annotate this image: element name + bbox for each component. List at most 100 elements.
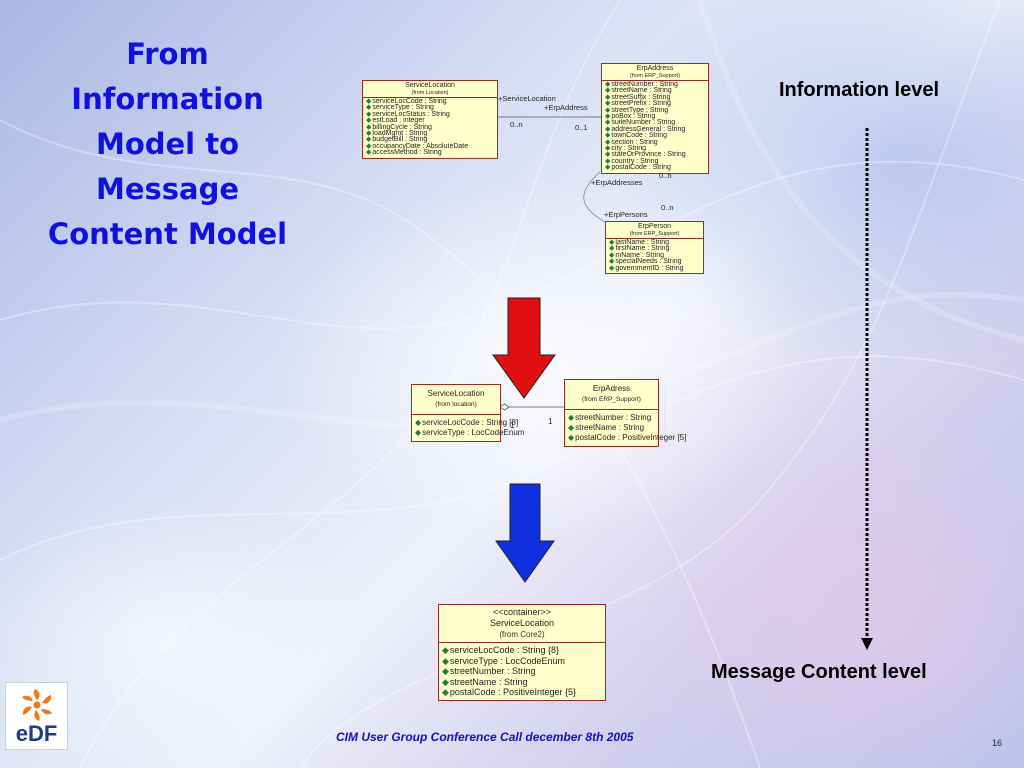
class-attribute: ◆serviceType : LocCodeEnum (415, 428, 525, 437)
attribute-icon: ◆ (366, 123, 372, 131)
class-attribute: ◆serviceType : LocCodeEnum (442, 655, 565, 666)
class-attribute: ◆serviceLocCode : String {8} (442, 645, 559, 655)
attribute-icon: ◆ (568, 413, 575, 422)
slide-title: From Information Model to Message Conten… (20, 32, 315, 257)
class-attribute: ◆firstName : String (609, 245, 670, 253)
class-package: (from Core2) (499, 630, 545, 639)
attribute-icon: ◆ (605, 151, 611, 159)
attribute-icon: ◆ (366, 110, 372, 118)
red-down-arrow (492, 297, 556, 399)
class-name: ErpPerson (637, 223, 672, 230)
attribute-icon: ◆ (568, 433, 575, 442)
title-line: Model to (95, 127, 240, 161)
class-name: ErpAdress (592, 384, 631, 393)
class-name: ServiceLocation (405, 82, 455, 89)
class-attribute: ◆postalCode : PositiveInteger {5} (442, 687, 577, 698)
attribute-icon: ◆ (605, 87, 611, 95)
attribute-icon: ◆ (605, 93, 611, 101)
class-name: ServiceLocation (427, 389, 485, 398)
attribute-icon: ◆ (415, 428, 422, 437)
class-attribute: ◆streetName : String (568, 423, 645, 432)
attribute-icon: ◆ (605, 157, 611, 165)
class-package: (from location) (435, 401, 477, 408)
uml-class-erp-address-info[interactable]: ErpAddress (from ERP_Support) ◆streetNum… (601, 63, 709, 174)
class-attribute: ◆estLoad : integer (366, 117, 425, 125)
attribute-icon: ◆ (609, 245, 615, 253)
title-line: Message (95, 172, 240, 206)
title-line: Information (71, 82, 264, 116)
class-attribute: ◆city : String (605, 145, 647, 153)
attribute-icon: ◆ (605, 81, 611, 88)
class-stereotype: <<container>> (492, 607, 552, 617)
class-attribute: ◆townCode : String (605, 132, 668, 140)
class-attribute: ◆budgetBill : String (366, 136, 428, 144)
attribute-icon: ◆ (366, 117, 372, 125)
class-attribute: ◆serviceType : String (366, 104, 434, 112)
class-attribute: ◆billingCycle : String (366, 123, 432, 131)
class-attribute: ◆specialNeeds : String (609, 258, 682, 266)
information-level-label: Information level (779, 79, 940, 101)
assoc-address-person-line (583, 171, 606, 223)
uml-class-service-location-info[interactable]: ServiceLocation (from Location) ◆service… (362, 80, 498, 159)
class-attribute: ◆suiteNumber : String (605, 119, 676, 127)
role-label-erp-persons: +ErpPersons (604, 210, 648, 219)
attribute-icon: ◆ (442, 687, 449, 698)
class-attribute: ◆serviceLocCode : String [8] (415, 418, 519, 427)
class-attribute: ◆streetPrefix : String (605, 100, 671, 108)
class-attribute: ◆streetNumber : String (442, 666, 536, 677)
class-attribute: ◆streetNumber : String (568, 413, 652, 422)
attribute-icon: ◆ (609, 251, 615, 259)
footer-text: CIM User Group Conference Call december … (336, 730, 634, 744)
class-package: (from ERP_Support) (582, 396, 641, 403)
attribute-icon: ◆ (605, 119, 611, 127)
role-label-erp-address: +ErpAddress (544, 103, 588, 112)
title-line: Content Model (47, 217, 288, 251)
class-attribute: ◆loadMgmt : String (366, 130, 428, 138)
blue-down-arrow (495, 483, 555, 583)
class-attribute: ◆postalCode : String (605, 164, 671, 172)
class-attribute: ◆section : String (605, 138, 658, 146)
class-attribute: ◆streetNumber : String (605, 81, 678, 88)
attribute-icon: ◆ (442, 666, 449, 677)
attribute-icon: ◆ (605, 145, 611, 153)
attribute-icon: ◆ (366, 130, 372, 138)
uml-class-service-location-container[interactable]: <<container>> ServiceLocation (from Core… (438, 604, 606, 701)
attribute-icon: ◆ (568, 423, 575, 432)
class-name: ErpAddress (636, 65, 674, 72)
class-attribute: ◆streetName : String (442, 676, 528, 687)
attribute-icon: ◆ (605, 125, 611, 133)
class-package: (from ERP_Support) (630, 73, 680, 79)
edf-logo: eDF (5, 682, 68, 750)
attribute-icon: ◆ (605, 113, 611, 121)
message-content-level-label: Message Content level (711, 661, 927, 683)
class-name: ServiceLocation (489, 618, 555, 628)
attribute-icon: ◆ (609, 239, 615, 246)
page-number: 16 (992, 738, 1003, 748)
class-attribute: ◆addressGeneral : String (605, 125, 686, 133)
aggregation-diamond (499, 403, 510, 411)
attribute-icon: ◆ (605, 164, 611, 172)
title-line: From (126, 37, 209, 71)
attribute-icon: ◆ (609, 264, 615, 272)
uml-class-erp-person-info[interactable]: ErpPerson (from ERP_Support) ◆lastName :… (605, 221, 704, 275)
attribute-icon: ◆ (366, 104, 372, 112)
edf-logo-text: eDF (15, 721, 58, 746)
uml-class-erp-address-profile[interactable]: ErpAdress (from ERP_Support) ◆streetNumb… (564, 379, 687, 447)
multiplicity-left: 1 (510, 421, 515, 430)
attribute-icon: ◆ (442, 655, 449, 666)
class-attribute: ◆stateOrProvince : String (605, 151, 686, 159)
class-attribute: ◆streetSuffix : String (605, 93, 671, 101)
attribute-icon: ◆ (366, 142, 372, 150)
class-attribute: ◆streetType : String (605, 106, 669, 114)
multiplicity-right: 1 (548, 417, 553, 426)
attribute-icon: ◆ (605, 100, 611, 108)
uml-class-service-location-profile[interactable]: ServiceLocation (from location) ◆service… (411, 384, 525, 442)
attribute-icon: ◆ (609, 258, 615, 266)
attribute-icon: ◆ (442, 676, 449, 687)
class-attribute: ◆serviceLocCode : String (366, 98, 447, 105)
multiplicity-address-bottom: 0..n (659, 171, 672, 180)
class-attribute: ◆postalCode : PositiveInteger [5] (568, 433, 687, 442)
attribute-icon: ◆ (366, 136, 372, 144)
edf-logo-mark (22, 689, 52, 721)
